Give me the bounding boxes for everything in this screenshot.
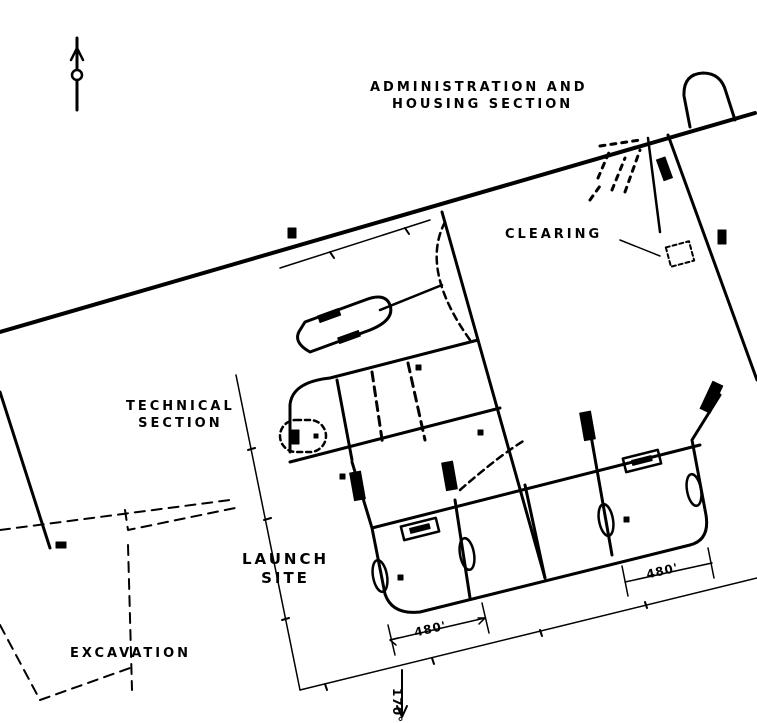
fence-south	[299, 577, 757, 691]
excavation-label: EXCAVATION	[70, 646, 192, 661]
launch-pad	[597, 502, 615, 538]
launch-pad	[458, 536, 476, 572]
admin-loop-road	[682, 71, 737, 129]
admin-building	[655, 156, 673, 182]
technical-cross-road	[288, 406, 502, 464]
technical-loop	[288, 338, 480, 454]
east-building	[717, 229, 727, 245]
missile	[441, 460, 458, 492]
launch-pad	[371, 558, 389, 594]
missile	[699, 380, 724, 414]
missile	[349, 470, 366, 502]
admin-section-label: ADMINISTRATION AND HOUSING SECTION	[370, 80, 588, 112]
central-road	[440, 210, 547, 580]
clearing-label: CLEARING	[505, 227, 603, 242]
clearing-leader	[619, 239, 661, 257]
clearing-access-road	[646, 136, 662, 234]
dimension-left	[387, 602, 490, 656]
technical-section-label: TECHNICAL SECTION	[126, 399, 235, 431]
launch-pad	[685, 472, 703, 508]
launch-building	[621, 448, 663, 474]
bearing-label: 170°	[390, 688, 404, 723]
west-building	[55, 541, 67, 549]
missile	[579, 410, 596, 442]
launch-dashed-spur	[458, 438, 527, 492]
admin-dashed-marks	[588, 138, 642, 202]
guard-building	[287, 227, 297, 239]
west-road	[0, 390, 52, 550]
bearing-arrow	[396, 669, 408, 718]
central-dashed-curve	[435, 220, 472, 342]
east-road	[666, 133, 757, 382]
north-arrow-icon	[69, 36, 85, 112]
fence-west	[235, 374, 301, 691]
launch-loop	[350, 393, 722, 614]
launch-building	[399, 516, 441, 542]
launch-site-label: LAUNCH SITE	[242, 550, 330, 587]
technical-building	[278, 418, 328, 454]
storage-capsule	[296, 295, 393, 354]
excavation-outline	[0, 499, 236, 701]
clearing-building	[664, 240, 696, 268]
dimension-right	[621, 547, 715, 597]
main-road	[0, 111, 757, 334]
